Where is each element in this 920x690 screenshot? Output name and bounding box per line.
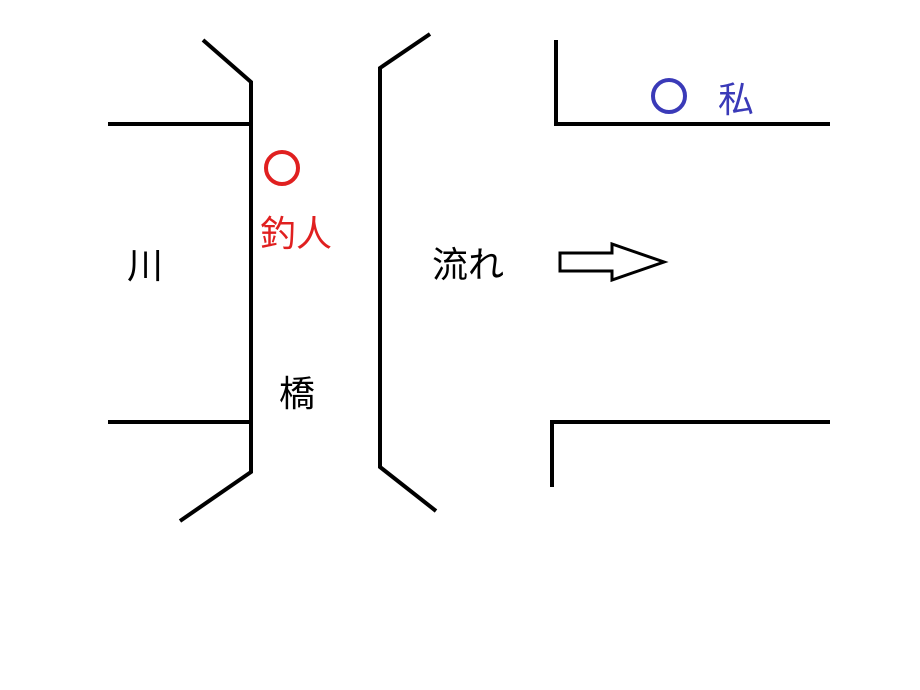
bridge-left-edge — [178, 38, 253, 523]
bridge-label: 橋 — [279, 374, 315, 415]
flow-label: 流れ — [432, 245, 504, 286]
right-upper-bank-line — [554, 40, 830, 126]
angler-circle-marker — [264, 150, 300, 186]
river-label: 川 — [127, 246, 163, 287]
flow-right-arrow-icon — [558, 241, 669, 283]
angler-label: 釣人 — [260, 214, 332, 255]
me-label: 私 — [718, 80, 754, 121]
bridge-right-edge — [378, 32, 438, 513]
me-circle-marker — [651, 78, 687, 114]
right-lower-bank-line — [550, 420, 830, 487]
